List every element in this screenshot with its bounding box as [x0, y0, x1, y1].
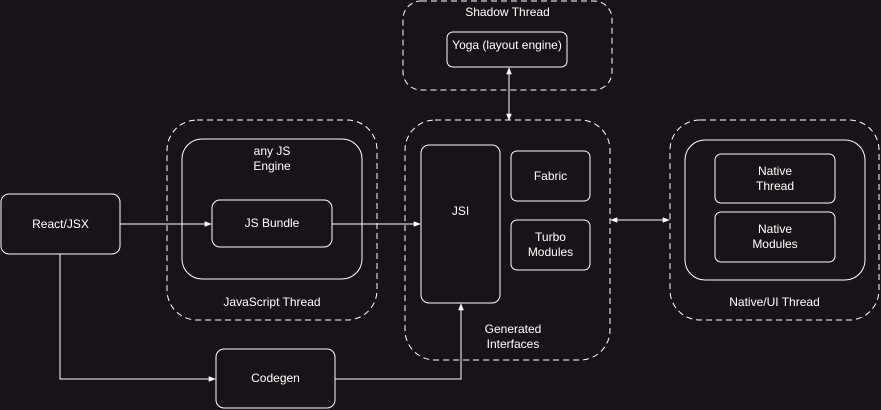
js-engine-container: [181, 138, 363, 280]
fabric-label: Fabric: [533, 168, 568, 183]
javascript-thread-label: JavaScript Thread: [223, 294, 321, 309]
js-engine-label: any JS Engine: [253, 144, 291, 173]
jsi-node: [420, 144, 501, 304]
yoga-label: Yoga (layout engine): [452, 37, 562, 52]
native-modules-node: [714, 211, 836, 263]
turbo-modules-node: [510, 219, 591, 271]
shadow-thread-label: Shadow Thread: [465, 4, 550, 19]
fabric-node: [510, 150, 591, 202]
turbo-modules-label: Turbo Modules: [527, 230, 574, 259]
codegen-label: Codegen: [251, 371, 300, 385]
native-ui-thread-container: [669, 119, 880, 321]
native-modules-label: Native Modules: [752, 222, 798, 251]
react-to-codegen-arrow: [59, 254, 216, 382]
yoga-node: [446, 31, 568, 68]
native-ui-thread-label: Native/UI Thread: [729, 294, 820, 309]
native-container: [684, 139, 866, 281]
js-bundle-label: JS Bundle: [244, 216, 300, 230]
react-jsx-label: React/JSX: [32, 216, 89, 231]
native-thread-node: [714, 153, 836, 204]
codegen-to-jsi-arrow: [335, 303, 464, 380]
generated-interfaces-label: Generated Interfaces: [484, 322, 542, 351]
javascript-thread-container: [166, 119, 378, 321]
jsi-label: JSI: [451, 203, 470, 218]
native-thread-label: Native Thread: [755, 163, 795, 193]
